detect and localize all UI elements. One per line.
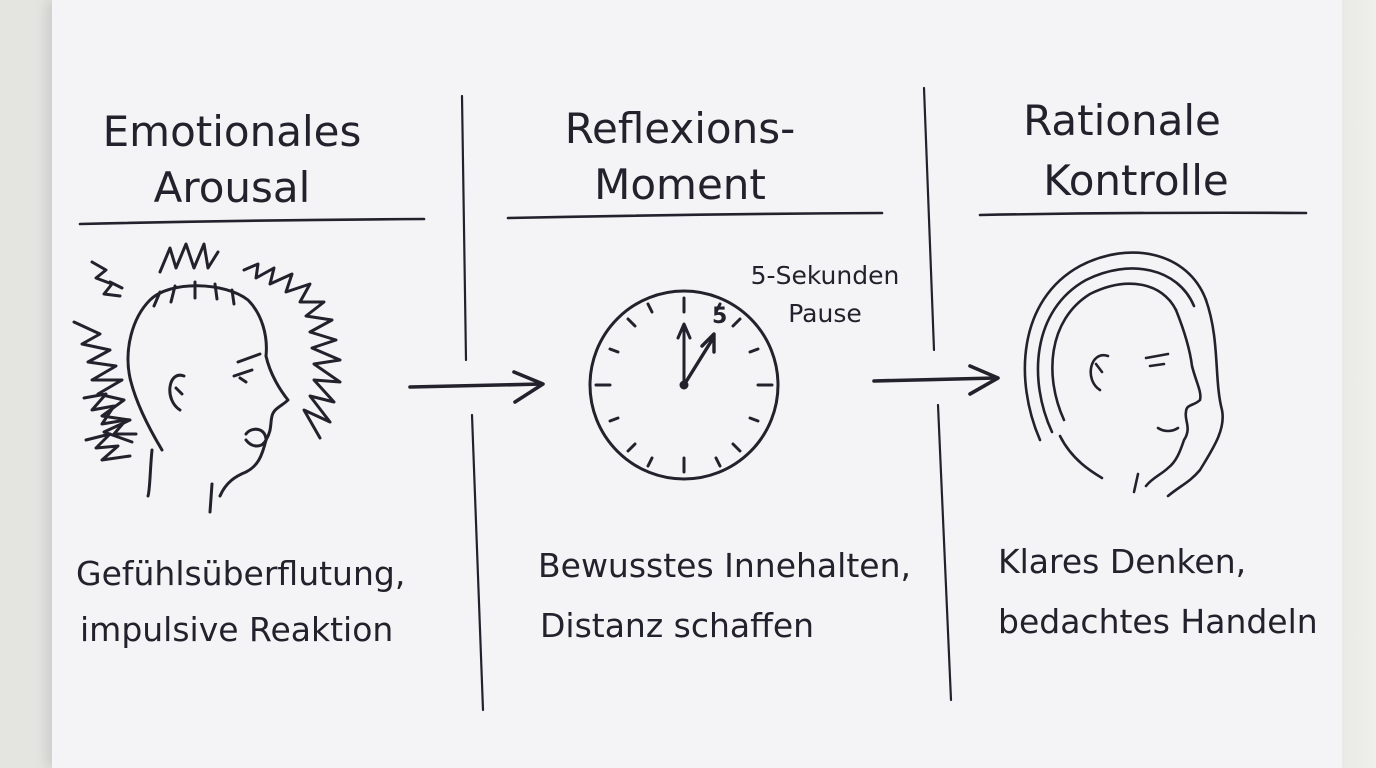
panel-1-title-line: Emotionales Arousal [102,107,362,212]
panel-3-caption-line-2: bedachtes Handeln [998,602,1318,641]
panel-3-title-line-2: Kontrolle [1043,156,1229,205]
paper-sheet [52,0,1342,768]
panel-3-title-line-1: Rationale [1023,96,1221,145]
underline-panel-3 [978,211,1308,217]
panel-2-caption-line-1: Bewusstes Innehalten, [538,546,911,585]
arrow-right-icon-1 [408,370,545,404]
panel-1-title: Emotionales Arousal [82,104,382,216]
clock-icon [588,289,780,481]
panel-1-caption-line-1: Gefühlsüberflutung, [76,554,406,593]
pause-note-line-1: 5-Sekunden [750,261,900,290]
clock-five-marker: 5 [712,304,728,329]
divider-right [922,86,953,702]
calm-face-icon [1023,251,1224,498]
underline-panel-1 [78,217,426,226]
divider-left [460,94,485,712]
arrow-right-icon-2 [872,364,1000,396]
agitated-face-icon [72,242,342,514]
panel-1-caption-line-2: impulsive Reaktion [80,610,394,649]
underline-panel-2 [506,211,884,220]
panel-3-caption-line-1: Klares Denken, [998,542,1247,581]
panel-2-caption-line-2: Distanz schaffen [540,606,815,645]
panel-2-title-line-2: Moment [594,160,766,209]
background-edge [1342,0,1376,768]
pause-note-line-2: Pause [788,299,862,328]
panel-2-title-line-1: Reflexions- [564,104,796,153]
